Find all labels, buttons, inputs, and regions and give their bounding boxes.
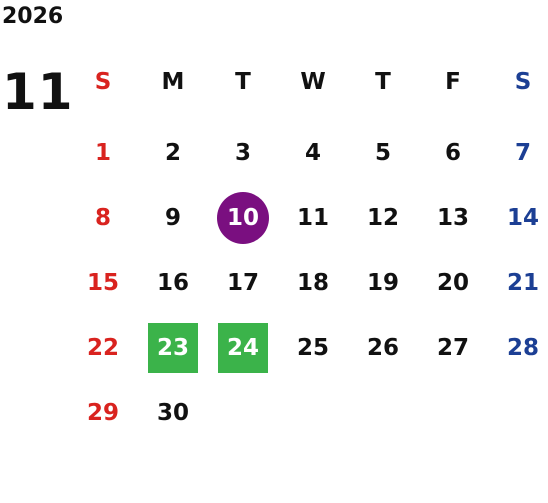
weekday-tuesday: T [235,69,251,95]
day-cell[interactable]: 15 [68,250,138,315]
day-number: 29 [86,399,119,426]
day-cell[interactable]: 1 [68,120,138,185]
day-cell[interactable]: 4 [278,120,348,185]
day-number: 20 [436,269,469,296]
day-number: 25 [296,334,329,361]
day-cell[interactable]: 13 [418,185,488,250]
month-label: 11 [2,63,74,121]
day-cell[interactable]: 11 [278,185,348,250]
day-number: 14 [506,204,539,231]
day-cell[interactable]: 21 [488,250,548,315]
day-number: 1 [94,139,111,166]
day-number: 16 [156,269,189,296]
day-cell[interactable]: 12 [348,185,418,250]
day-cell[interactable]: 3 [208,120,278,185]
day-cell[interactable]: 2 [138,120,208,185]
day-number: 13 [436,204,469,231]
weekday-wednesday: W [300,69,326,95]
day-number: 30 [156,399,189,426]
day-cell-highlighted[interactable]: 23 [138,315,208,380]
day-number: 21 [506,269,539,296]
day-number: 4 [304,139,321,166]
day-cell[interactable]: 26 [348,315,418,380]
day-cell-today[interactable]: 10 [208,185,278,250]
day-number: 28 [506,334,539,361]
day-number: 9 [164,204,181,231]
year-label: 2026 [2,4,64,29]
day-cell[interactable]: 25 [278,315,348,380]
day-number: 15 [86,269,119,296]
day-cell-highlighted[interactable]: 24 [208,315,278,380]
day-cell[interactable]: 19 [348,250,418,315]
highlight-marker: 23 [148,322,198,373]
day-number: 2 [164,139,181,166]
day-cell[interactable]: 9 [138,185,208,250]
day-cell[interactable]: 17 [208,250,278,315]
day-number: 27 [436,334,469,361]
day-cell[interactable]: 22 [68,315,138,380]
weekday-saturday: S [514,69,532,95]
day-cell[interactable]: 27 [418,315,488,380]
day-cell[interactable]: 5 [348,120,418,185]
day-number: 19 [366,269,399,296]
day-cell[interactable]: 7 [488,120,548,185]
weekday-monday: M [161,69,185,95]
day-cell[interactable]: 8 [68,185,138,250]
day-number: 22 [86,334,119,361]
day-cell[interactable]: 29 [68,380,138,445]
day-cell[interactable]: 20 [418,250,488,315]
day-number: 6 [444,139,461,166]
day-number: 17 [226,269,259,296]
day-number: 12 [366,204,399,231]
day-cell[interactable]: 6 [418,120,488,185]
day-number: 3 [234,139,251,166]
weekday-friday: F [445,69,461,95]
day-cell[interactable]: 28 [488,315,548,380]
today-marker: 10 [217,191,269,244]
highlight-marker: 24 [218,322,268,373]
weekday-thursday: T [375,69,391,95]
day-number: 26 [366,334,399,361]
day-number: 7 [514,139,531,166]
weekday-header: S M T W T F S [68,62,548,102]
calendar-grid: 1 2 3 4 5 6 7 8 9 10 11 12 13 14 15 16 1… [68,120,548,445]
weekday-sunday: S [94,69,112,95]
day-cell[interactable]: 16 [138,250,208,315]
day-number: 18 [296,269,329,296]
day-number: 11 [296,204,329,231]
day-cell[interactable]: 18 [278,250,348,315]
day-cell[interactable]: 30 [138,380,208,445]
day-number: 5 [374,139,391,166]
day-cell[interactable]: 14 [488,185,548,250]
day-number: 8 [94,204,111,231]
